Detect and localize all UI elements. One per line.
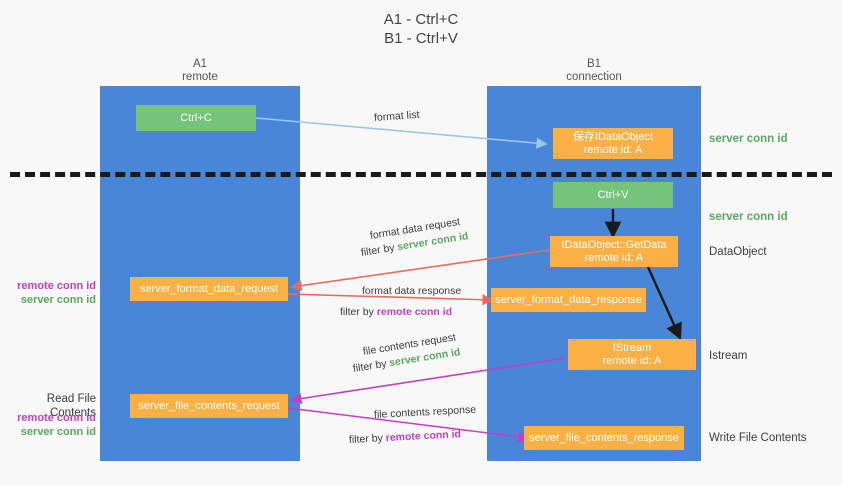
filter-prefix-4: filter by xyxy=(348,432,387,446)
side-label-istream: Istream xyxy=(709,350,748,362)
left-remote-conn-id-file: remote conn id xyxy=(17,412,96,424)
node-server-format-data-response[interactable]: server_format_data_response xyxy=(491,288,646,312)
column-header-b1: B1 connection xyxy=(566,58,622,83)
column-header-a1: A1 remote xyxy=(182,58,218,83)
left-conn-ids-file: remote conn id server conn id xyxy=(0,411,96,439)
boundary-divider xyxy=(10,172,832,177)
side-label-write-file-contents: Write File Contents xyxy=(709,432,807,444)
left-remote-conn-id-format: remote conn id xyxy=(17,280,96,292)
edge-label-file-contents-response-filter: filter by remote conn id xyxy=(349,427,462,447)
filter-prefix-3: filter by xyxy=(352,357,391,375)
filter-prefix-1: filter by xyxy=(360,241,399,259)
left-read-file-contents-label: Read File Contents xyxy=(46,393,96,419)
edge-label-format-data-response: format data response xyxy=(362,285,462,297)
filter-key-remote-conn-id-4: remote conn id xyxy=(385,428,462,445)
node-idataobject-getdata[interactable]: IDataObject::GetData remote id: A xyxy=(550,236,678,267)
side-label-server-conn-id-top: server conn id xyxy=(709,133,788,145)
node-server-file-contents-request[interactable]: server_file_contents_request xyxy=(130,394,288,418)
filter-prefix-2: filter by xyxy=(340,306,377,318)
left-server-conn-id-format: server conn id xyxy=(20,294,96,306)
node-ctrl-c[interactable]: Ctrl+C xyxy=(136,105,256,131)
node-server-file-contents-response[interactable]: server_file_contents_response xyxy=(524,426,684,450)
node-istream[interactable]: IStream remote id: A xyxy=(568,339,696,370)
left-conn-ids-format: remote conn id server conn id xyxy=(0,279,96,307)
node-ctrl-v[interactable]: Ctrl+V xyxy=(553,182,673,208)
edge-label-format-list: format list xyxy=(373,108,420,124)
node-save-dataobject[interactable]: 保存IDataObject remote id: A xyxy=(553,128,673,159)
side-label-server-conn-id-second: server conn id xyxy=(709,211,788,223)
page-title: A1 - Ctrl+C B1 - Ctrl+V xyxy=(383,11,459,47)
edge-label-file-contents-response: file contents response xyxy=(373,403,477,421)
side-label-dataobject: DataObject xyxy=(709,246,767,258)
left-server-conn-id-file: server conn id xyxy=(20,426,96,438)
filter-key-remote-conn-id-2: remote conn id xyxy=(376,306,453,318)
edge-label-format-data-response-filter: filter by remote conn id xyxy=(340,305,452,319)
node-server-format-data-request[interactable]: server_format_data_request xyxy=(130,277,288,301)
